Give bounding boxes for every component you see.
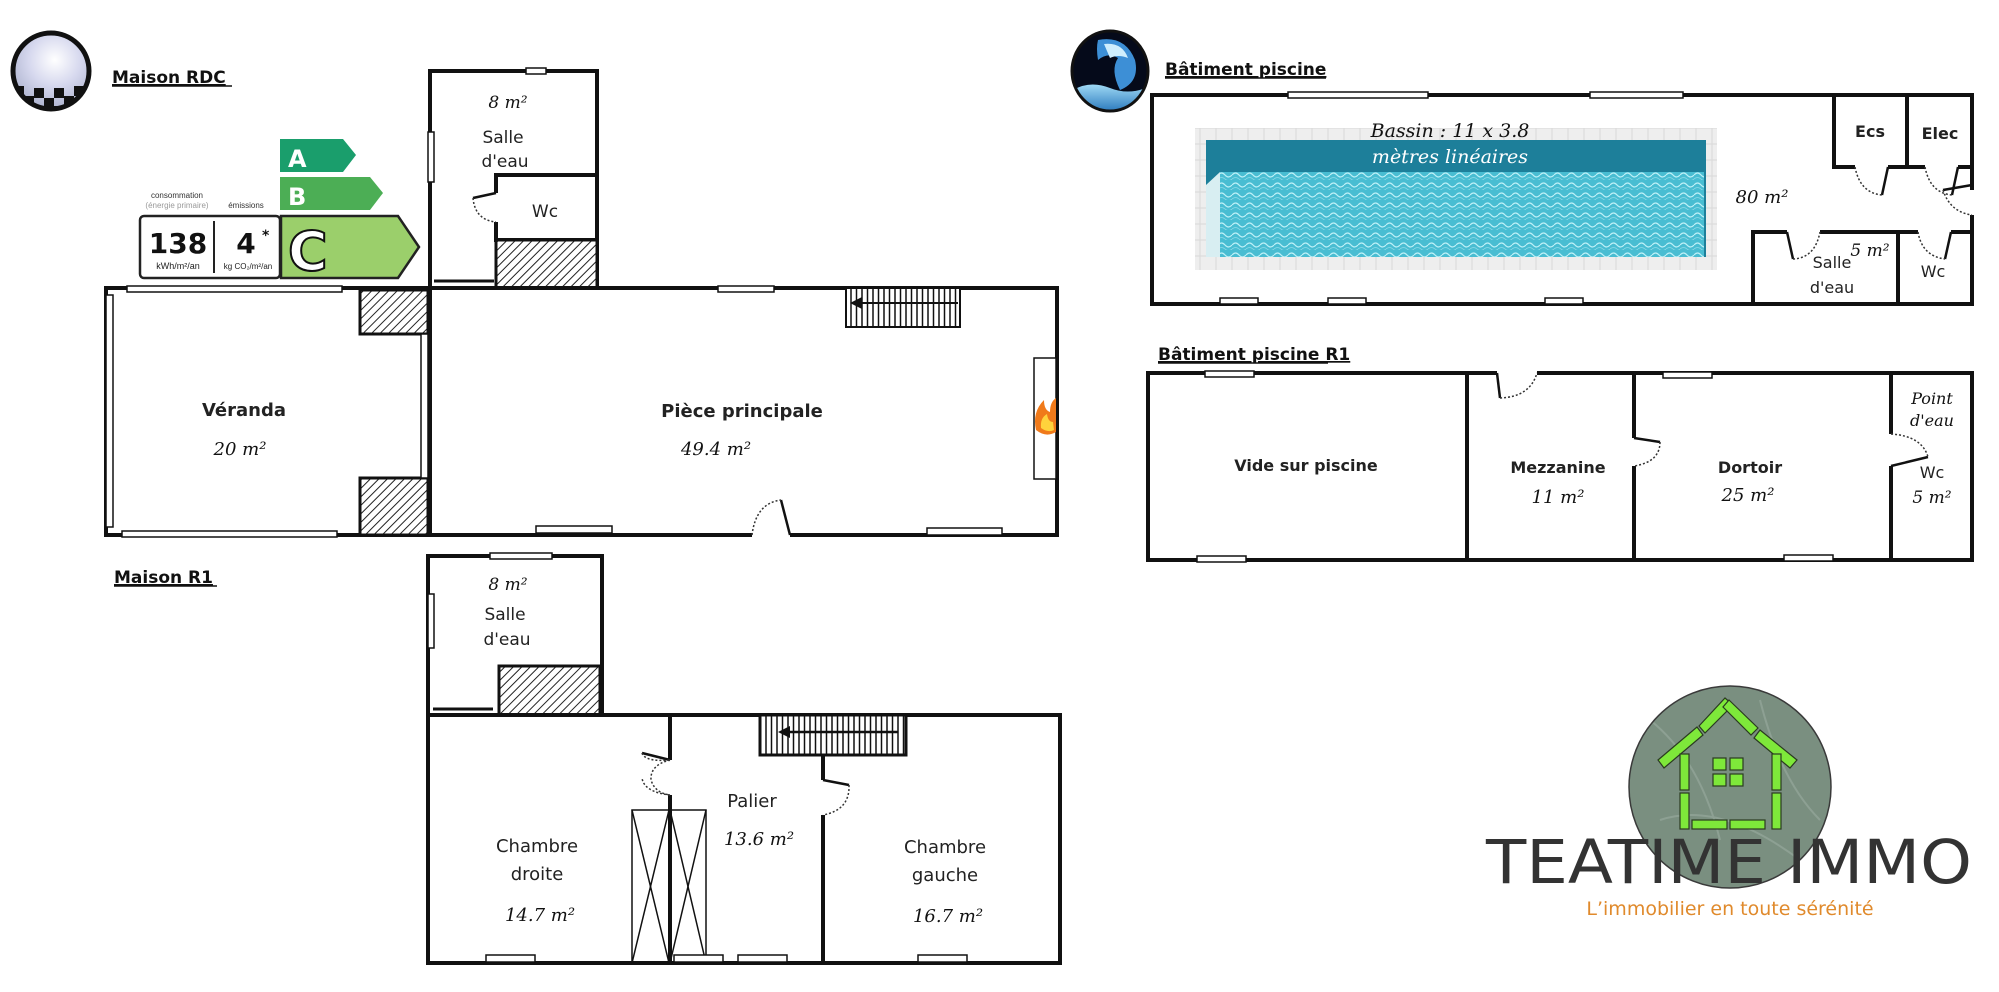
chambre-droite-label-1: Chambre — [496, 836, 578, 857]
piscine-salle-eau-label-1: Salle — [1813, 253, 1852, 272]
piece-principale-area: 49.4 m² — [680, 439, 751, 460]
dpe-class-a-bar — [280, 139, 356, 172]
brand-tagline: L’immobilier en toute sérénité — [1586, 898, 1873, 920]
piscine-r1-floor: Vide sur piscine Mezzanine 11 m² Dortoir… — [1146, 370, 1974, 563]
palier-area: 13.6 m² — [724, 829, 794, 850]
brand-circle — [1628, 685, 1832, 889]
brand-name: TEATIME IMMO — [1485, 827, 1972, 898]
mezzanine-label: Mezzanine — [1510, 458, 1605, 477]
batiment-piscine-r1-heading: Bâtiment piscine R1 — [1158, 345, 1350, 365]
dpe-emissions-star: * — [262, 228, 270, 244]
maison-r1-heading: Maison R1 — [114, 568, 213, 588]
chambre-gauche-label-1: Chambre — [904, 837, 986, 858]
dpe-class-a-letter: A — [288, 145, 307, 173]
dpe-energy-label: A B consommation (énergie primaire) émis… — [138, 139, 421, 284]
dpe-current-class-letter: C — [288, 220, 328, 283]
piscine-main-area: 80 m² — [1736, 187, 1789, 208]
wardrobe-closets — [631, 809, 707, 964]
dpe-emissions-label: émissions — [228, 201, 264, 210]
piscine-salle-eau-label-2: d'eau — [1810, 278, 1854, 297]
chambre-droite-area: 14.7 m² — [505, 905, 575, 926]
piscine-r1-wc-area: 5 m² — [1912, 488, 1951, 508]
r1-salle-eau-label-1: Salle — [484, 605, 525, 625]
r1-stairs-arrow-left-icon — [758, 713, 908, 757]
bamboo-house-icon — [1657, 697, 1798, 830]
pool-dimensions: Bassin : 11 x 3.8 — [1370, 120, 1530, 142]
dortoir-area: 25 m² — [1721, 485, 1775, 506]
batiment-piscine-heading: Bâtiment piscine — [1165, 60, 1326, 80]
vide-sur-piscine-label: Vide sur piscine — [1234, 456, 1378, 475]
mezzanine-area: 11 m² — [1532, 487, 1585, 508]
ecs-label: Ecs — [1855, 122, 1885, 141]
elec-label: Elec — [1922, 124, 1959, 143]
dpe-class-c-bar — [279, 214, 421, 280]
rdc-veranda-room: Véranda 20 m² — [104, 285, 432, 538]
fire-icon — [1035, 398, 1056, 435]
r1-main-floor: Chambre droite 14.7 m² Palier 13.6 m² Ch… — [426, 713, 1062, 965]
rdc-wc-label: Wc — [532, 202, 558, 222]
crystal-ball-checkered-icon — [10, 30, 92, 112]
piscine-r1-wc-label: Wc — [1920, 463, 1945, 482]
r1-salle-eau-area: 8 m² — [488, 575, 527, 595]
veranda-area: 20 m² — [213, 439, 267, 460]
chambre-gauche-area: 16.7 m² — [913, 906, 983, 927]
veranda-label: Véranda — [202, 400, 286, 421]
teatime-immo-logo: TEATIME IMMO L’immobilier en toute sérén… — [1485, 685, 1972, 920]
dpe-consumption-value: 138 — [149, 227, 207, 260]
dortoir-label: Dortoir — [1718, 458, 1782, 477]
dpe-emissions-value: 4 — [236, 227, 255, 260]
palier-label: Palier — [727, 791, 777, 812]
piscine-building: Bassin : 11 x 3.8 mètres linéaires 80 m²… — [1150, 91, 1975, 306]
dpe-class-b-bar — [280, 177, 383, 210]
pool-dimensions-unit: mètres linéaires — [1372, 146, 1528, 168]
r1-salle-eau-label-2: d'eau — [483, 630, 530, 650]
rdc-salle-eau-room: 8 m² Salle d'eau Wc — [427, 67, 599, 290]
chambre-gauche-label-2: gauche — [912, 865, 978, 886]
dpe-class-b-letter: B — [288, 183, 306, 211]
chambre-droite-label-2: droite — [511, 864, 564, 885]
point-eau-label-1: Point — [1910, 389, 1953, 408]
maison-rdc-logo — [10, 30, 92, 112]
ocean-wave-icon — [1070, 29, 1150, 113]
dpe-consumption-label: consommation — [151, 191, 203, 200]
dpe-emissions-unit: kg CO₂/m²/an — [224, 262, 272, 271]
piscine-wc-label: Wc — [1921, 262, 1946, 281]
point-eau-label-2: d'eau — [1910, 411, 1954, 430]
rdc-salle-eau-label-1: Salle — [482, 128, 523, 148]
piscine-salle-eau-area: 5 m² — [1850, 241, 1889, 261]
piece-principale-label: Pièce principale — [661, 401, 823, 422]
rdc-salle-eau-area: 8 m² — [488, 93, 527, 113]
dpe-consumption-sublabel: (énergie primaire) — [145, 201, 208, 210]
maison-rdc-heading: Maison RDC — [112, 68, 226, 88]
r1-salle-eau-room: 8 m² Salle d'eau — [426, 552, 604, 717]
rdc-salle-eau-label-2: d'eau — [481, 152, 528, 172]
rdc-piece-principale-room: Pièce principale 49.4 m² — [428, 285, 1059, 538]
stairs-arrow-left-icon — [845, 287, 961, 328]
dpe-consumption-unit: kWh/m²/an — [156, 261, 200, 271]
swimming-pool: Bassin : 11 x 3.8 mètres linéaires — [1195, 120, 1717, 270]
